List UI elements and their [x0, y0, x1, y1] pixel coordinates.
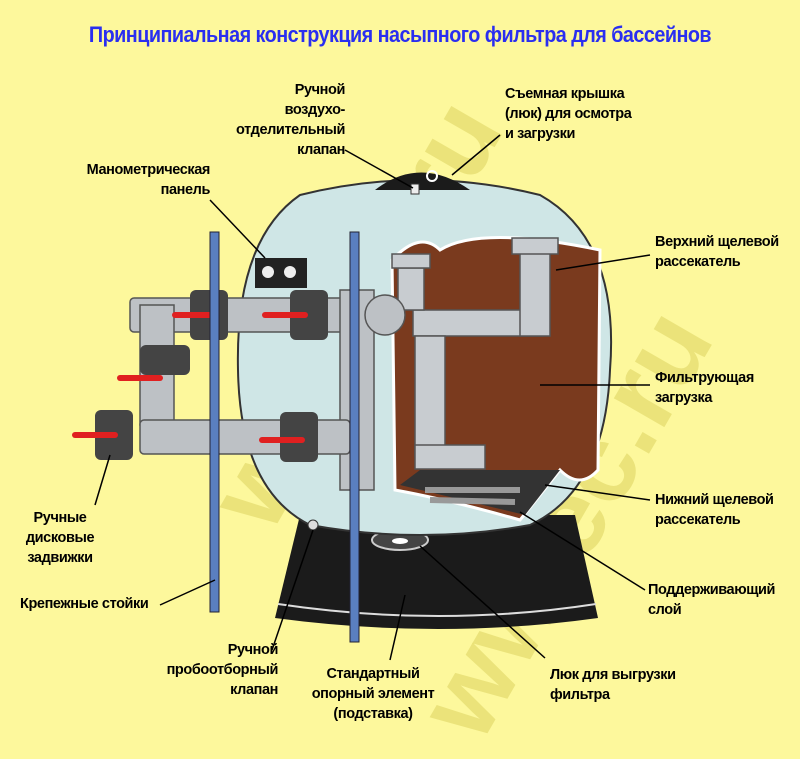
label-line: отделительный — [236, 122, 345, 138]
label-line: фильтра — [550, 687, 610, 703]
label-line: Верхний щелевой — [655, 234, 779, 250]
leader-lines — [94, 134, 651, 661]
air-valve — [410, 183, 420, 195]
label-line: клапан — [297, 142, 345, 158]
label-line: Ручной — [294, 82, 346, 98]
lower-distributor — [425, 487, 520, 505]
label-stands: Крепежные стойки — [20, 594, 149, 614]
internal-pipes — [391, 237, 559, 470]
sample-valve — [307, 519, 319, 531]
label-line: пробоотборный — [166, 662, 279, 678]
page-title: Принципиальная конструкция насыпного фил… — [88, 22, 712, 47]
label-support-layer: Поддерживающий слой — [648, 580, 775, 620]
label-line: (подставка) — [333, 706, 413, 722]
label-lid: Съемная крышка (люк) для осмотра и загру… — [505, 84, 632, 144]
label-line: Ручной — [227, 642, 279, 658]
label-line: Люк для выгрузки — [550, 667, 676, 683]
label-sample-valve: Ручной пробоотборный клапан — [166, 640, 279, 700]
lid — [375, 172, 470, 190]
label-line: Манометрическая — [86, 162, 211, 178]
label-line: Нижний щелевой — [655, 492, 774, 508]
label-line: клапан — [230, 682, 278, 698]
filter-illustration — [72, 134, 651, 661]
label-line: и загрузки — [505, 126, 575, 142]
label-line: загрузка — [655, 390, 712, 406]
label-air-valve: Ручной воздухо- отделительный клапан — [236, 80, 345, 160]
label-line: Крепежные стойки — [20, 596, 149, 612]
label-upper-distributor: Верхний щелевой рассекатель — [655, 232, 779, 272]
label-line: рассекатель — [655, 512, 741, 528]
label-base: Стандартный опорный элемент (подставка) — [303, 664, 443, 724]
label-line: Фильтрующая — [655, 370, 754, 386]
label-line: дисковые — [25, 530, 95, 546]
label-line: Ручные — [33, 510, 87, 526]
label-line: воздухо- — [284, 102, 346, 118]
label-line: задвижки — [27, 550, 93, 566]
label-filter-media: Фильтрующая загрузка — [655, 368, 754, 408]
label-drain-hatch: Люк для выгрузки фильтра — [550, 665, 676, 705]
label-line: Стандартный — [326, 666, 420, 682]
label-line: опорный элемент — [311, 686, 435, 702]
valve-handles — [72, 312, 308, 443]
label-line: слой — [648, 602, 682, 618]
label-lower-distributor: Нижний щелевой рассекатель — [655, 490, 774, 530]
mounting-stands — [209, 231, 360, 643]
label-valves: Ручные дисковые задвижки — [20, 508, 100, 568]
label-line: рассекатель — [655, 254, 741, 270]
label-line: (люк) для осмотра — [505, 106, 632, 122]
label-line: Поддерживающий — [648, 582, 776, 598]
label-line: Съемная крышка — [505, 86, 625, 102]
label-line: панель — [160, 182, 211, 198]
label-gauge-panel: Манометрическая панель — [86, 160, 211, 200]
